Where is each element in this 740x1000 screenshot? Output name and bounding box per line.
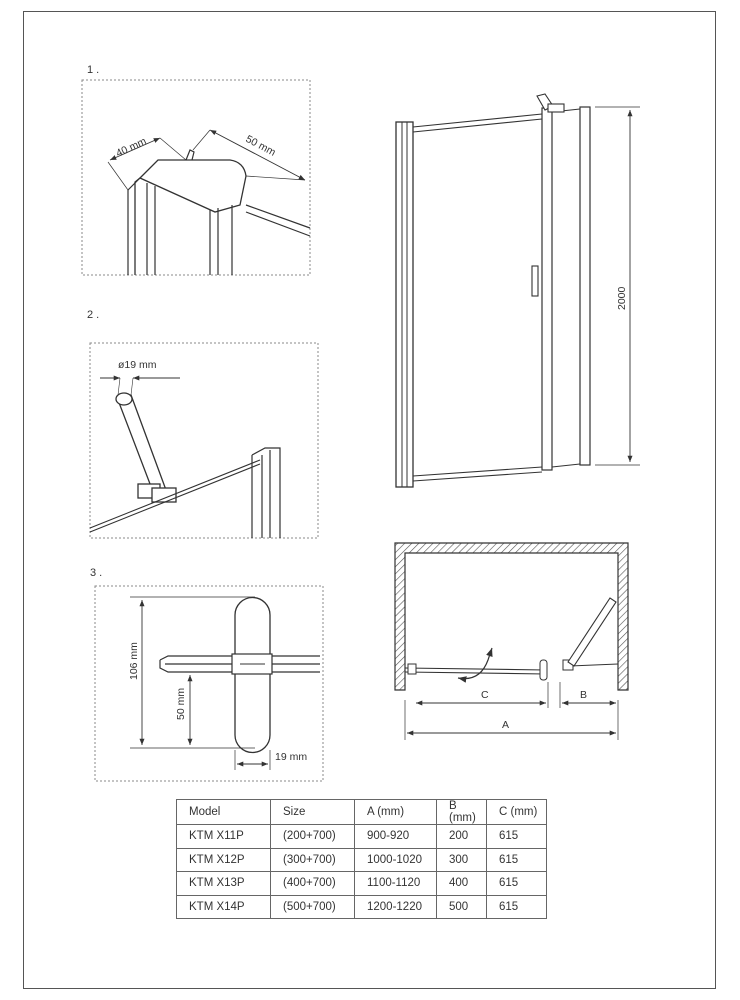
cell-model: KTM X11P — [176, 824, 271, 849]
plan-dim-c: C — [481, 689, 489, 701]
table-row: KTM X13P (400+700) 1100-1120 400 615 — [176, 871, 547, 896]
col-header-c: C (mm) — [486, 799, 547, 825]
elevation-height: 2000 — [616, 286, 628, 310]
col-header-a: A (mm) — [354, 799, 437, 825]
detail-1-dim-a: 40 mm — [114, 135, 148, 160]
detail-3-dim-b: 50 mm — [175, 688, 187, 720]
cell-model: KTM X14P — [176, 894, 271, 919]
cell-c: 615 — [486, 871, 547, 896]
detail-1-dim-b: 50 mm — [244, 133, 278, 159]
detail-1-frame: 40 mm 50 mm — [81, 79, 311, 276]
cell-c: 615 — [486, 824, 547, 849]
cell-a: 1200-1220 — [354, 894, 437, 919]
detail-2-dim-a: ø19 mm — [118, 359, 157, 371]
col-header-b: B (mm) — [436, 799, 487, 825]
col-header-model: Model — [176, 799, 271, 825]
cell-model: KTM X12P — [176, 847, 271, 872]
col-header-size: Size — [270, 799, 355, 825]
table-row: KTM X12P (300+700) 1000-1020 300 615 — [176, 847, 547, 872]
cell-size: (200+700) — [270, 824, 355, 849]
step-1-label: 1 . — [87, 64, 100, 76]
detail-3-dim-c: 19 mm — [275, 751, 307, 763]
door-elevation: 2000 — [395, 93, 640, 488]
table-row: KTM X14P (500+700) 1200-1220 500 615 — [176, 894, 547, 919]
plan-dim-a: A — [502, 719, 509, 731]
table-header-row: Model Size A (mm) B (mm) C (mm) — [176, 799, 547, 825]
cell-a: 1000-1020 — [354, 847, 437, 872]
plan-view: C B A — [394, 542, 629, 740]
cell-b: 500 — [436, 894, 487, 919]
cell-size: (400+700) — [270, 871, 355, 896]
cell-b: 200 — [436, 824, 487, 849]
step-2-label: 2 . — [87, 309, 100, 321]
page-frame — [23, 11, 716, 989]
cell-c: 615 — [486, 894, 547, 919]
detail-2-frame: ø19 mm — [89, 342, 319, 539]
table-row: KTM X11P (200+700) 900-920 200 615 — [176, 824, 547, 849]
cell-b: 300 — [436, 847, 487, 872]
cell-a: 900-920 — [354, 824, 437, 849]
detail-3-frame: 106 mm 50 mm 19 mm — [94, 585, 324, 782]
cell-model: KTM X13P — [176, 871, 271, 896]
plan-dim-b: B — [580, 689, 587, 701]
spec-table: Model Size A (mm) B (mm) C (mm) KTM X11P… — [176, 799, 547, 919]
cell-b: 400 — [436, 871, 487, 896]
cell-a: 1100-1120 — [354, 871, 437, 896]
cell-size: (500+700) — [270, 894, 355, 919]
detail-3-dim-a: 106 mm — [128, 642, 140, 680]
cell-c: 615 — [486, 847, 547, 872]
step-3-label: 3 . — [90, 567, 103, 579]
cell-size: (300+700) — [270, 847, 355, 872]
